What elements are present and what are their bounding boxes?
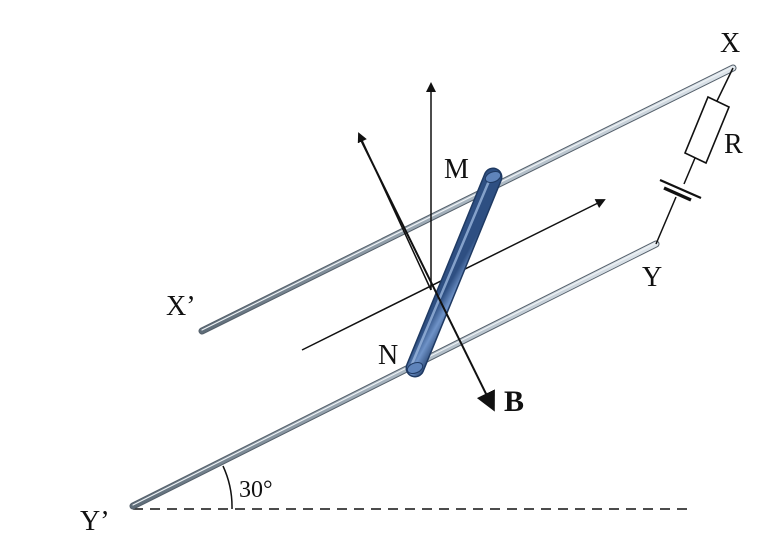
rod-mn	[405, 167, 503, 378]
rail-upper-xx	[198, 64, 737, 335]
label-r: R	[724, 129, 743, 160]
battery-long-plate	[659, 178, 702, 200]
label-y-prime: Y’	[80, 506, 110, 537]
battery-short-plate	[663, 186, 692, 202]
circuit	[655, 67, 734, 245]
wire-battery-to-y	[655, 196, 677, 245]
label-x-prime: X’	[166, 291, 196, 322]
angle-arc	[222, 465, 233, 510]
label-m: M	[444, 154, 469, 185]
label-n: N	[378, 340, 398, 371]
label-x: X	[720, 28, 740, 59]
label-b: B	[504, 385, 524, 418]
wire-resistor-to-battery	[683, 157, 696, 185]
resistor-r	[683, 95, 731, 165]
label-y: Y	[642, 262, 662, 293]
angle-label: 30°	[239, 477, 273, 503]
rail-lower-yy	[129, 240, 660, 510]
wire-x-to-resistor	[715, 67, 734, 104]
magnetic-field-b-arrow	[360, 139, 495, 412]
